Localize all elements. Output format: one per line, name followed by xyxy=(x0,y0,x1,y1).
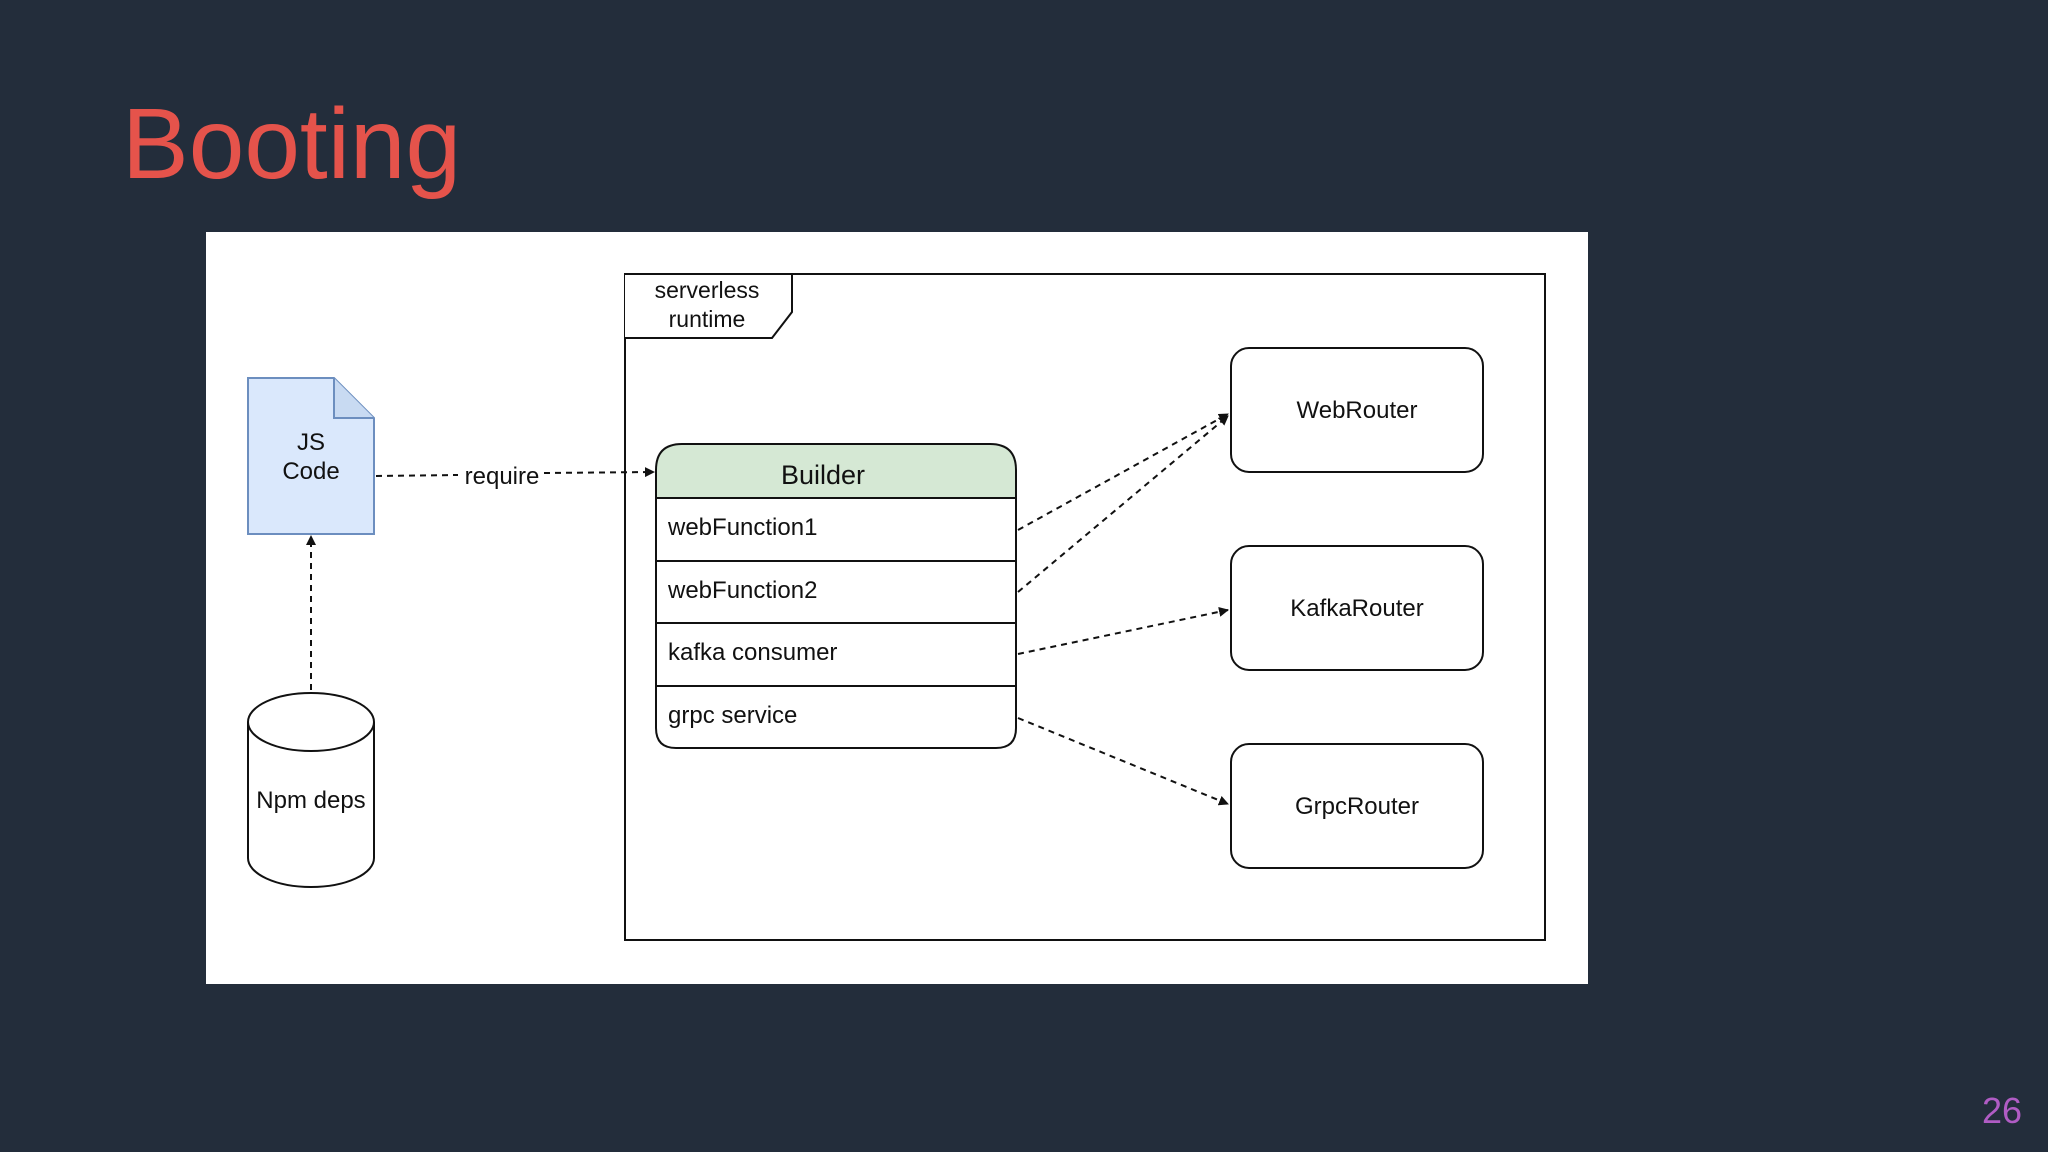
builder-row: webFunction2 xyxy=(667,577,817,604)
builder-row: grpc service xyxy=(668,702,797,729)
web-router-box: WebRouter xyxy=(1230,347,1484,473)
grpc-router-label: GrpcRouter xyxy=(1295,793,1419,820)
builder-box: Builder webFunction1 webFunction2 kafka … xyxy=(655,443,1017,749)
kafka-to-kafkarouter-arrow xyxy=(1017,606,1229,655)
web-router-label: WebRouter xyxy=(1297,397,1418,424)
page-number: 26 xyxy=(1981,1090,2022,1131)
kafka-router-label: KafkaRouter xyxy=(1290,595,1423,622)
slide-title: Booting xyxy=(122,88,462,200)
npm-deps-cylinder: Npm deps xyxy=(247,692,375,888)
require-arrow: require xyxy=(375,463,655,490)
npm-deps-label: Npm deps xyxy=(256,787,365,814)
webfunction1-to-webrouter-arrow xyxy=(1017,413,1229,531)
builder-title: Builder xyxy=(781,460,865,490)
frame-label-line2: runtime xyxy=(669,306,746,332)
grpc-to-grpcrouter-arrow xyxy=(1017,717,1229,806)
frame-label-line1: serverless xyxy=(655,277,760,303)
diagram-panel: serverless runtime JS Code Npm deps xyxy=(206,232,1588,984)
require-label: require xyxy=(465,463,540,490)
builder-row: webFunction1 xyxy=(667,514,817,541)
kafka-router-box: KafkaRouter xyxy=(1230,545,1484,671)
grpc-router-box: GrpcRouter xyxy=(1230,743,1484,869)
js-code-label-line2: Code xyxy=(282,458,339,485)
webfunction2-to-webrouter-arrow xyxy=(1017,415,1229,593)
js-code-document: JS Code xyxy=(247,377,375,535)
serverless-runtime-frame: serverless runtime xyxy=(624,273,1546,941)
js-code-label-line1: JS xyxy=(297,429,325,456)
builder-row: kafka consumer xyxy=(668,639,837,666)
architecture-diagram: serverless runtime JS Code Npm deps xyxy=(247,273,1546,941)
